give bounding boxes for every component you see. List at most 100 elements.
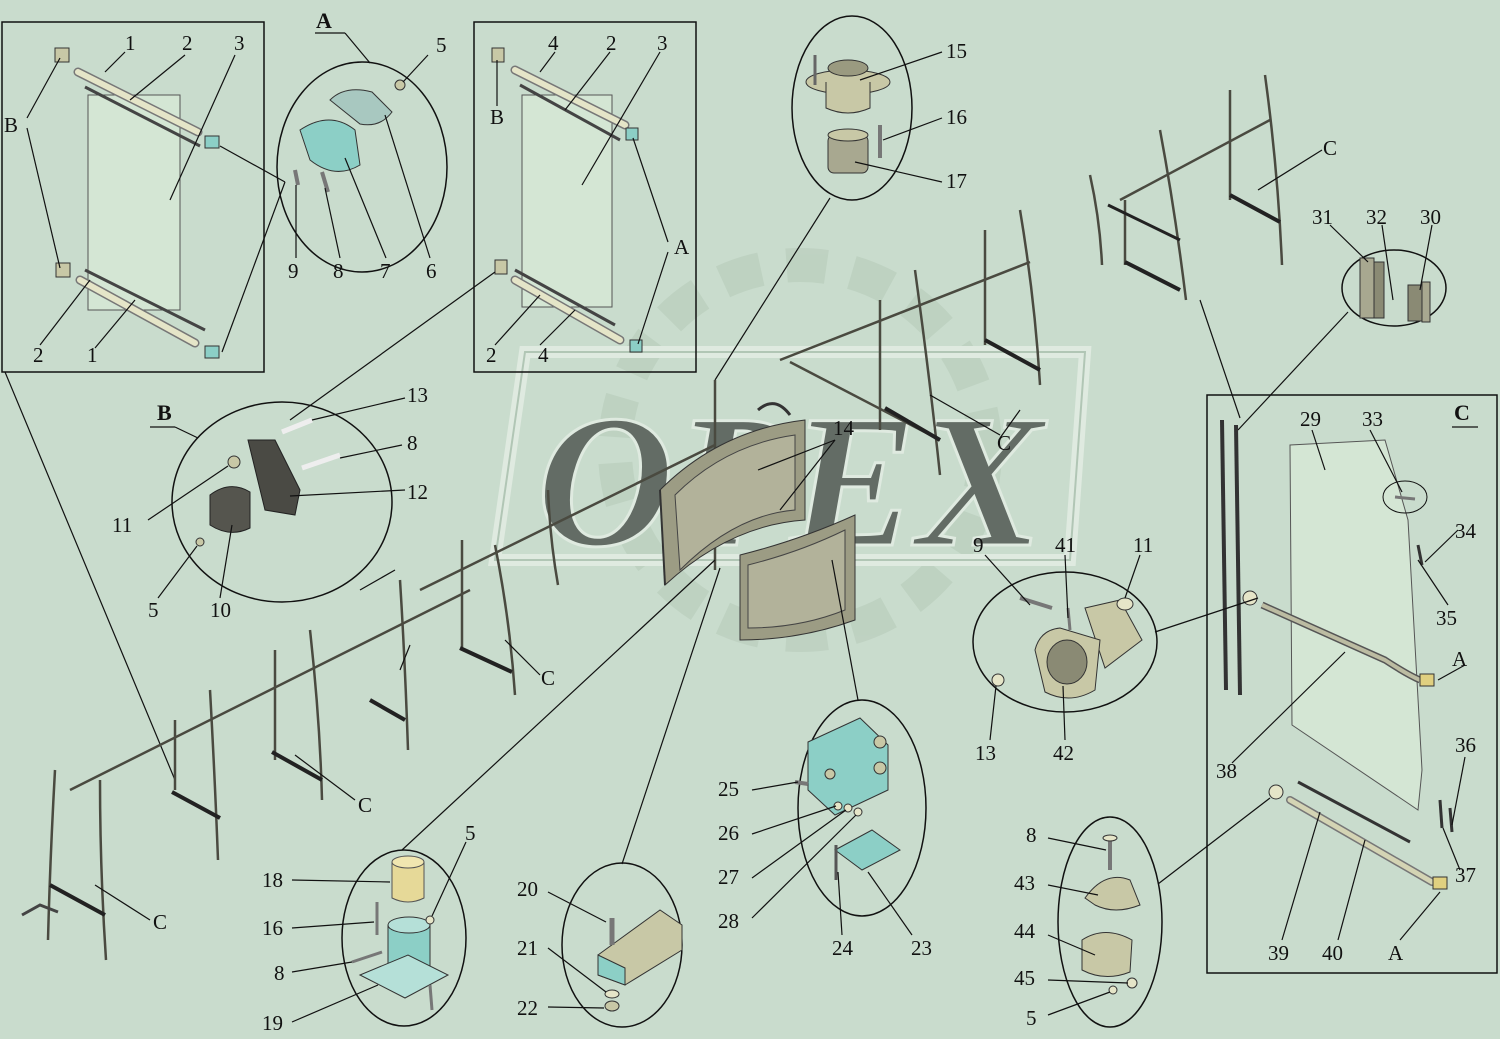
callout-23: 23 (911, 936, 932, 960)
frame-callouts: C C C C C 14 (94, 136, 1337, 934)
detail-A-clamp: A 5 9 8 7 6 (276, 8, 448, 283)
callout-13-tee: 13 (975, 741, 996, 765)
callout-20: 20 (517, 877, 538, 901)
callout-19: 19 (262, 1011, 283, 1035)
detail-C-title: C (1454, 400, 1470, 425)
callout-2-top-mid: 2 (606, 31, 617, 55)
detail-split-clamp: 8 43 44 45 5 (1014, 816, 1163, 1030)
detail-B-title: B (157, 400, 172, 425)
callout-8-clamp: 8 (1026, 823, 1037, 847)
callout-33: 33 (1362, 407, 1383, 431)
label-A-right1: A (674, 235, 690, 259)
detail-C-window: C 29 33 34 35 A 38 36 37 39 40 A (1154, 394, 1498, 974)
clamp-half-upper (329, 89, 393, 126)
curved-panel-assembly (659, 402, 856, 641)
label-B-mid: B (490, 105, 504, 129)
detail-hinge-plate: 25 26 27 28 24 23 (718, 559, 932, 960)
clamp-bottom-right (204, 345, 220, 359)
bracket-top-left (54, 47, 70, 63)
callout-2-bottom-mid: 2 (486, 343, 497, 367)
detail-post-mount-top: 15 16 17 (714, 15, 967, 381)
callout-8-B: 8 (407, 431, 418, 455)
callout-2-bottom: 2 (33, 343, 44, 367)
callout-1-bottom: 1 (87, 343, 98, 367)
clamp-upper-half (1084, 876, 1141, 911)
window-assembly-left: B 1 2 3 2 1 (1, 21, 286, 781)
callout-5-A: 5 (436, 33, 447, 57)
callout-3-top-mid: 3 (657, 31, 668, 55)
callout-25: 25 (718, 777, 739, 801)
callout-17: 17 (946, 169, 967, 193)
callout-5-B: 5 (148, 598, 159, 622)
callout-29: 29 (1300, 407, 1321, 431)
callout-9-A: 9 (288, 259, 299, 283)
callout-38: 38 (1216, 759, 1237, 783)
callout-39: 39 (1268, 941, 1289, 965)
callout-13-B: 13 (407, 383, 428, 407)
bracket-bottom-left (55, 262, 71, 278)
frame-structure (46, 74, 1284, 961)
label-C-left3: C (153, 910, 167, 934)
label-C-left2: C (358, 793, 372, 817)
callout-35: 35 (1436, 606, 1457, 630)
clamp-half-lower (299, 119, 361, 172)
hinge-upper-plate (807, 717, 889, 816)
detail-A-title: A (316, 8, 332, 33)
callout-34: 34 (1455, 519, 1477, 543)
callout-8-post: 8 (274, 961, 285, 985)
window-assembly-middle: 4 2 3 B A 2 4 (289, 21, 697, 421)
callout-43: 43 (1014, 871, 1035, 895)
callout-36: 36 (1455, 733, 1476, 757)
callout-11-B: 11 (112, 513, 132, 537)
callout-2-top: 2 (182, 31, 193, 55)
callout-41: 41 (1055, 533, 1076, 557)
callout-37: 37 (1455, 863, 1476, 887)
callout-5-post: 5 (465, 821, 476, 845)
callout-30: 30 (1420, 205, 1441, 229)
callout-12: 12 (407, 480, 428, 504)
callout-3-top: 3 (234, 31, 245, 55)
callout-22: 22 (517, 996, 538, 1020)
clamp-top-right (204, 135, 220, 149)
callout-10: 10 (210, 598, 231, 622)
hinge-lower-plate (834, 829, 901, 871)
callout-11-tee: 11 (1133, 533, 1153, 557)
callout-7: 7 (380, 259, 391, 283)
detail-post-mount-bottom: 18 16 8 19 5 (262, 559, 716, 1035)
callout-5-clamp: 5 (1026, 1006, 1037, 1030)
detail-seal-profiles: 31 32 30 (1237, 205, 1447, 431)
callout-8-A: 8 (333, 259, 344, 283)
callout-44: 44 (1014, 919, 1036, 943)
callout-9-tee: 9 (973, 533, 984, 557)
callout-1-top: 1 (125, 31, 136, 55)
detail-wedge-bracket: 20 21 22 (517, 567, 721, 1028)
callout-15: 15 (946, 39, 967, 63)
callout-18: 18 (262, 868, 283, 892)
detail-B-bracket: B 13 8 12 11 5 10 (112, 383, 428, 622)
callout-26: 26 (718, 821, 739, 845)
callout-16-bottom: 16 (262, 916, 283, 940)
callout-6: 6 (426, 259, 437, 283)
label-A-right2: A (1452, 647, 1468, 671)
label-C-mid: C (997, 431, 1011, 455)
callout-45: 45 (1014, 966, 1035, 990)
post-flange (825, 82, 871, 114)
callout-24: 24 (832, 936, 854, 960)
detail-tee-clamp: 9 41 11 13 42 (972, 533, 1158, 765)
callout-28: 28 (718, 909, 739, 933)
callout-14: 14 (833, 416, 855, 440)
label-C-top: C (1323, 136, 1337, 160)
post-sleeve-bottom (391, 861, 425, 903)
callout-16-top: 16 (946, 105, 967, 129)
loose-handle (21, 903, 59, 917)
callout-4-top: 4 (548, 31, 559, 55)
callout-27: 27 (718, 865, 739, 889)
bracket-cap (209, 486, 251, 533)
callout-31: 31 (1312, 205, 1333, 229)
glass-panel (1289, 439, 1423, 811)
bracket-body (247, 439, 301, 516)
label-B-left: B (4, 113, 18, 137)
callout-21: 21 (517, 936, 538, 960)
label-C-left1: C (541, 666, 555, 690)
